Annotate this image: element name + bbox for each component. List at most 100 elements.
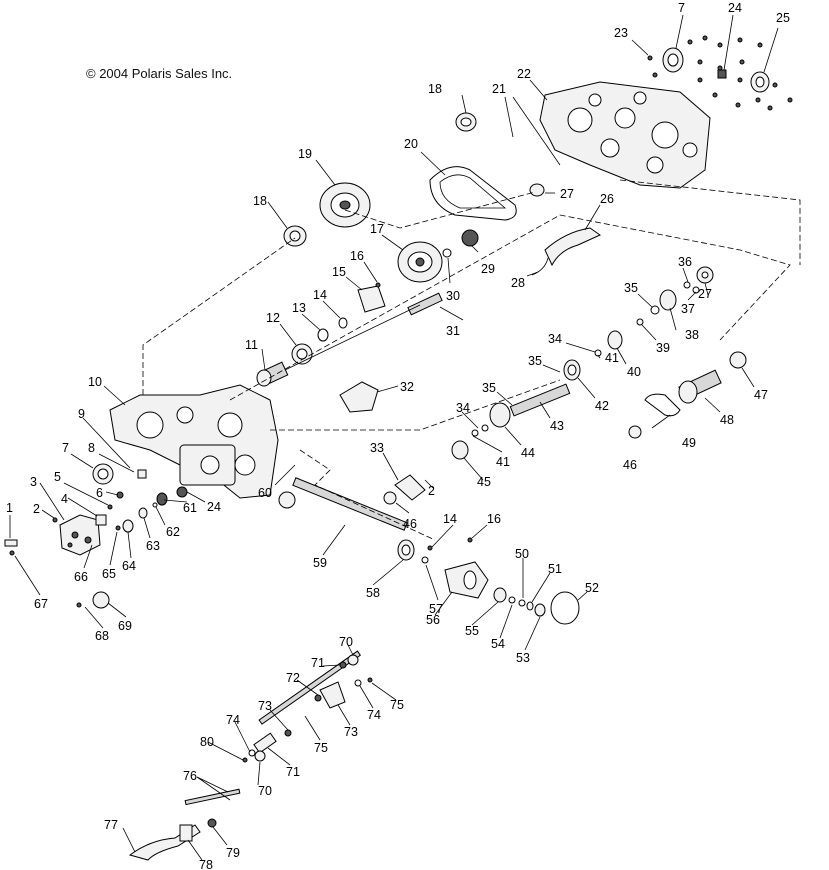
washer-41-upper bbox=[594, 349, 602, 357]
callout-59: 59 bbox=[313, 556, 327, 570]
sprocket-19 bbox=[319, 182, 371, 228]
collar-70-upper bbox=[347, 654, 359, 666]
callout-70: 70 bbox=[258, 784, 272, 798]
gear-63 bbox=[138, 507, 148, 519]
callout-5: 5 bbox=[54, 470, 61, 484]
callout-73: 73 bbox=[344, 725, 358, 739]
callout-18: 18 bbox=[253, 194, 267, 208]
callout-48: 48 bbox=[720, 413, 734, 427]
callout-37: 37 bbox=[681, 302, 695, 316]
shift-arm-73-upper bbox=[319, 681, 346, 709]
washer-72 bbox=[314, 694, 322, 702]
callout-68: 68 bbox=[95, 629, 109, 643]
callout-8: 8 bbox=[88, 441, 95, 455]
callout-53: 53 bbox=[516, 651, 530, 665]
bracket-15 bbox=[357, 285, 386, 313]
washer-36 bbox=[683, 281, 691, 289]
callout-13: 13 bbox=[292, 301, 306, 315]
washer-73-lower bbox=[284, 729, 292, 737]
callout-52: 52 bbox=[585, 581, 599, 595]
callout-35: 35 bbox=[624, 281, 638, 295]
pin-75-lower bbox=[242, 757, 248, 763]
callout-73: 73 bbox=[258, 699, 272, 713]
gear-shaft-43 bbox=[509, 383, 571, 417]
callout-32: 32 bbox=[400, 380, 414, 394]
callout-61: 61 bbox=[183, 501, 197, 515]
callout-35: 35 bbox=[482, 381, 496, 395]
bearing-29 bbox=[461, 229, 479, 247]
washer-74-lower bbox=[248, 749, 256, 757]
callout-30: 30 bbox=[446, 289, 460, 303]
seal-55 bbox=[493, 587, 507, 603]
bearing-64 bbox=[122, 519, 134, 533]
callout-20: 20 bbox=[404, 137, 418, 151]
callout-14: 14 bbox=[313, 288, 327, 302]
clip-50 bbox=[518, 599, 526, 607]
gear-44 bbox=[489, 402, 511, 428]
callout-25: 25 bbox=[776, 11, 790, 25]
case-half-right bbox=[539, 81, 711, 189]
output-shaft-48 bbox=[678, 369, 722, 404]
callout-60: 60 bbox=[258, 486, 272, 500]
seal-61 bbox=[156, 492, 168, 506]
callout-18: 18 bbox=[428, 82, 442, 96]
callout-50: 50 bbox=[515, 547, 529, 561]
callout-42: 42 bbox=[595, 399, 609, 413]
callout-21: 21 bbox=[492, 82, 506, 96]
callout-66: 66 bbox=[74, 570, 88, 584]
drive-chain-20 bbox=[429, 166, 517, 221]
callout-46: 46 bbox=[623, 458, 637, 472]
shift-shaft-31 bbox=[407, 292, 443, 316]
callout-54: 54 bbox=[491, 637, 505, 651]
washer-62 bbox=[152, 502, 158, 508]
callout-39: 39 bbox=[656, 341, 670, 355]
callout-26: 26 bbox=[600, 192, 614, 206]
callout-31: 31 bbox=[446, 324, 460, 338]
seal-27-upper bbox=[529, 183, 545, 197]
callout-51: 51 bbox=[548, 562, 562, 576]
callout-70: 70 bbox=[339, 635, 353, 649]
leader-lines bbox=[9, 14, 779, 861]
callout-77: 77 bbox=[104, 818, 118, 832]
nut-46-left bbox=[383, 491, 397, 505]
callout-14: 14 bbox=[443, 512, 457, 526]
nut-46-right bbox=[628, 425, 642, 439]
washer-39 bbox=[636, 318, 644, 326]
washer-54 bbox=[508, 596, 516, 604]
sprocket-17 bbox=[397, 241, 443, 283]
cv-joint-56 bbox=[444, 561, 489, 599]
washer-37 bbox=[692, 286, 700, 294]
callout-16: 16 bbox=[350, 249, 364, 263]
callout-12: 12 bbox=[266, 311, 280, 325]
callout-72: 72 bbox=[286, 671, 300, 685]
callout-17: 17 bbox=[370, 222, 384, 236]
sensor-bracket-4 bbox=[95, 514, 107, 526]
pin-75-upper bbox=[367, 677, 373, 683]
callout-64: 64 bbox=[122, 559, 136, 573]
bolt-5 bbox=[107, 504, 113, 510]
spring-71-lower bbox=[253, 732, 277, 754]
callout-49: 49 bbox=[682, 436, 696, 450]
callout-76: 76 bbox=[183, 769, 197, 783]
speed-sensor-3 bbox=[59, 514, 101, 556]
spring-71-upper bbox=[339, 661, 347, 669]
callout-35: 35 bbox=[528, 354, 542, 368]
callout-75: 80 bbox=[200, 735, 214, 749]
bushing-78 bbox=[179, 824, 193, 842]
ring-35-upper bbox=[650, 305, 660, 315]
callout-55: 55 bbox=[465, 624, 479, 638]
nut-24-left bbox=[176, 486, 188, 498]
callout-75: 75 bbox=[390, 698, 404, 712]
callout-34: 34 bbox=[548, 332, 562, 346]
callout-2: 2 bbox=[428, 484, 435, 498]
callout-80: 75 bbox=[314, 741, 328, 755]
callout-41: 41 bbox=[605, 351, 619, 365]
callout-27: 27 bbox=[698, 287, 712, 301]
bolt-16-lower bbox=[467, 537, 473, 543]
callout-7: 7 bbox=[678, 1, 685, 15]
case-half-left bbox=[109, 384, 279, 499]
callout-9: 9 bbox=[78, 407, 85, 421]
callout-63: 63 bbox=[146, 539, 160, 553]
callout-67: 67 bbox=[34, 597, 48, 611]
